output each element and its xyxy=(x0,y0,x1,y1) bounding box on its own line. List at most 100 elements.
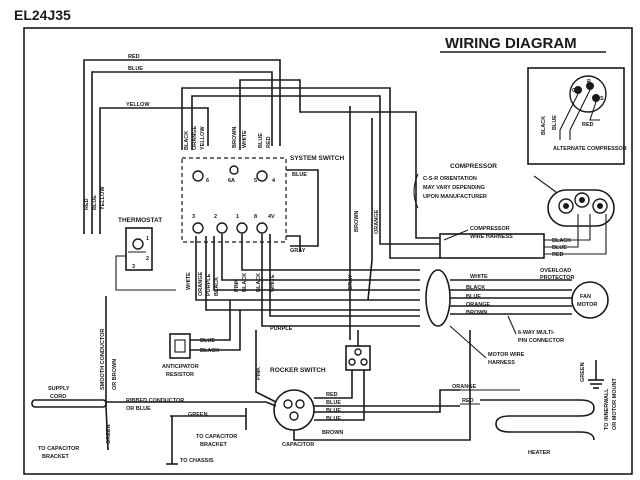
svg-text:C-S-R ORIENTATION: C-S-R ORIENTATION xyxy=(423,176,477,182)
svg-text:BLUE: BLUE xyxy=(200,338,215,344)
top-yellow-label: YELLOW xyxy=(126,102,150,108)
svg-text:CORD: CORD xyxy=(50,394,66,400)
svg-text:ROCKER SWITCH: ROCKER SWITCH xyxy=(270,367,326,374)
model-label: EL24J35 xyxy=(14,7,71,23)
svg-text:GRAY: GRAY xyxy=(348,274,354,290)
svg-text:RED: RED xyxy=(582,122,594,128)
svg-text:BROWN: BROWN xyxy=(322,430,343,436)
svg-text:THERMOSTAT: THERMOSTAT xyxy=(118,217,162,224)
svg-text:PINK: PINK xyxy=(234,279,240,292)
thermostat: THERMOSTAT 1 2 3 xyxy=(118,217,162,271)
diagram-frame xyxy=(23,27,633,475)
svg-text:BLACK: BLACK xyxy=(242,273,248,292)
svg-text:ORANGE: ORANGE xyxy=(466,302,490,308)
svg-text:TO CAPACITOR: TO CAPACITOR xyxy=(196,434,237,440)
svg-text:BLUE: BLUE xyxy=(466,294,481,300)
svg-text:SYSTEM SWITCH: SYSTEM SWITCH xyxy=(290,155,344,162)
svg-text:WHITE: WHITE xyxy=(242,130,248,148)
svg-text:OR BROWN: OR BROWN xyxy=(112,359,118,390)
svg-text:4V: 4V xyxy=(268,214,275,220)
inner-wall-ground: GREEN TO INNERWALL OR MOTOR MOUNT xyxy=(580,360,618,430)
svg-text:C: C xyxy=(572,88,576,94)
purple-label: PURPLE xyxy=(270,326,293,332)
svg-text:4: 4 xyxy=(272,178,276,184)
svg-text:SUPPLY: SUPPLY xyxy=(48,386,70,392)
svg-text:ORANGE: ORANGE xyxy=(198,272,204,296)
svg-text:ALTERNATE COMPRESSOR: ALTERNATE COMPRESSOR xyxy=(553,146,627,152)
svg-text:FAN: FAN xyxy=(580,294,591,300)
heater: ORANGE RED HEATER xyxy=(452,384,595,456)
svg-text:BRACKET: BRACKET xyxy=(42,454,70,460)
svg-text:ORANGE: ORANGE xyxy=(374,210,380,234)
svg-text:MAY VARY DEPENDING: MAY VARY DEPENDING xyxy=(423,185,485,191)
svg-text:R: R xyxy=(587,79,591,85)
svg-text:2: 2 xyxy=(146,256,149,262)
svg-text:BLUE: BLUE xyxy=(552,115,558,130)
svg-text:COMPRESSOR: COMPRESSOR xyxy=(450,163,497,170)
svg-text:3: 3 xyxy=(132,264,135,270)
system-switch-top-labels: BLACK ORANGE YELLOW BROWN WHITE BLUE RED xyxy=(184,126,272,150)
svg-text:WHITE: WHITE xyxy=(270,274,276,292)
svg-text:HARNESS: HARNESS xyxy=(488,360,515,366)
svg-text:6-WAY MULTI-: 6-WAY MULTI- xyxy=(518,330,555,336)
svg-text:OVERLOAD: OVERLOAD xyxy=(540,268,571,274)
wiring xyxy=(83,59,572,454)
svg-text:PIN CONNECTOR: PIN CONNECTOR xyxy=(518,338,564,344)
svg-text:RIBBED CONDUCTOR: RIBBED CONDUCTOR xyxy=(126,398,184,404)
svg-text:OR BLUE: OR BLUE xyxy=(126,406,151,412)
svg-text:MOTOR: MOTOR xyxy=(577,302,597,308)
svg-text:BROWN: BROWN xyxy=(232,127,238,148)
svg-text:8: 8 xyxy=(254,214,257,220)
alternate-compressor: C R S BLACK BLUE RED ALTERNATE COMPRESSO… xyxy=(527,67,627,165)
svg-text:GREEN: GREEN xyxy=(580,362,586,382)
svg-text:WIRE HARNESS: WIRE HARNESS xyxy=(470,234,513,240)
svg-text:TO INNERWALL: TO INNERWALL xyxy=(604,388,610,430)
svg-text:HEATER: HEATER xyxy=(528,450,550,456)
svg-text:ORANGE: ORANGE xyxy=(452,384,476,390)
right-bundle-labels: WHITE BLACK BLUE ORANGE BROWN xyxy=(466,274,490,316)
svg-text:BLACK: BLACK xyxy=(552,238,571,244)
compressor: COMPRESSOR C-S-R ORIENTATION MAY VARY DE… xyxy=(413,163,615,227)
connector-label: 6-WAY MULTI- PIN CONNECTOR xyxy=(507,315,564,344)
capacitor-wire-labels: RED BLUE BLUE BLUE BROWN xyxy=(322,392,343,436)
svg-text:RED: RED xyxy=(552,252,564,258)
svg-text:ANTICIPATOR: ANTICIPATOR xyxy=(162,364,199,370)
svg-text:BLUE: BLUE xyxy=(92,195,98,210)
svg-text:MOTOR WIRE: MOTOR WIRE xyxy=(488,352,525,358)
svg-text:BROWN: BROWN xyxy=(466,310,487,316)
blue-label: BLUE xyxy=(292,172,307,178)
svg-text:BLUE: BLUE xyxy=(326,400,341,406)
top-blue-label: BLUE xyxy=(128,66,143,72)
svg-text:BLACK: BLACK xyxy=(466,285,485,291)
svg-text:TO CAPACITOR: TO CAPACITOR xyxy=(38,446,79,452)
svg-text:BLACK: BLACK xyxy=(214,277,220,296)
fan-motor: FAN MOTOR xyxy=(571,281,609,319)
svg-text:ORANGE: ORANGE xyxy=(192,126,198,150)
gray-label: GRAY xyxy=(290,248,306,254)
svg-text:GREEN: GREEN xyxy=(188,412,208,418)
system-switch-bottom-labels: WHITE ORANGE PURPLE BLACK PINK BLACK BLA… xyxy=(186,210,380,296)
6-way-connector xyxy=(425,269,451,327)
svg-text:BLUE: BLUE xyxy=(258,133,264,148)
svg-text:PROTECTOR: PROTECTOR xyxy=(540,275,574,281)
svg-text:3: 3 xyxy=(192,214,195,220)
svg-text:OR MOTOR MOUNT: OR MOTOR MOUNT xyxy=(612,378,618,430)
svg-text:WHITE: WHITE xyxy=(470,274,488,280)
svg-text:2: 2 xyxy=(214,214,217,220)
anticipator-resistor: ANTICIPATOR RESISTOR BLUE BLACK xyxy=(162,333,219,378)
svg-text:CAPACITOR: CAPACITOR xyxy=(282,442,314,448)
svg-text:GREEN: GREEN xyxy=(106,424,112,444)
svg-text:BLUE: BLUE xyxy=(326,416,341,422)
svg-text:1: 1 xyxy=(236,214,239,220)
svg-text:BLUE: BLUE xyxy=(552,245,567,251)
svg-text:SMOOTH CONDUCTOR: SMOOTH CONDUCTOR xyxy=(100,329,106,390)
svg-text:BLACK: BLACK xyxy=(541,116,547,135)
system-switch: SYSTEM SWITCH 6 6A 5 4 3 2 1 8 4V xyxy=(181,155,344,243)
pink-label: PINK xyxy=(256,367,262,380)
thermostat-wire-labels: RED BLUE YELLOW xyxy=(84,186,106,210)
svg-text:UPON MANUFACTURER: UPON MANUFACTURER xyxy=(423,194,487,200)
svg-text:1: 1 xyxy=(146,236,149,242)
svg-text:BLUE: BLUE xyxy=(326,408,341,414)
svg-text:RED: RED xyxy=(462,398,474,404)
